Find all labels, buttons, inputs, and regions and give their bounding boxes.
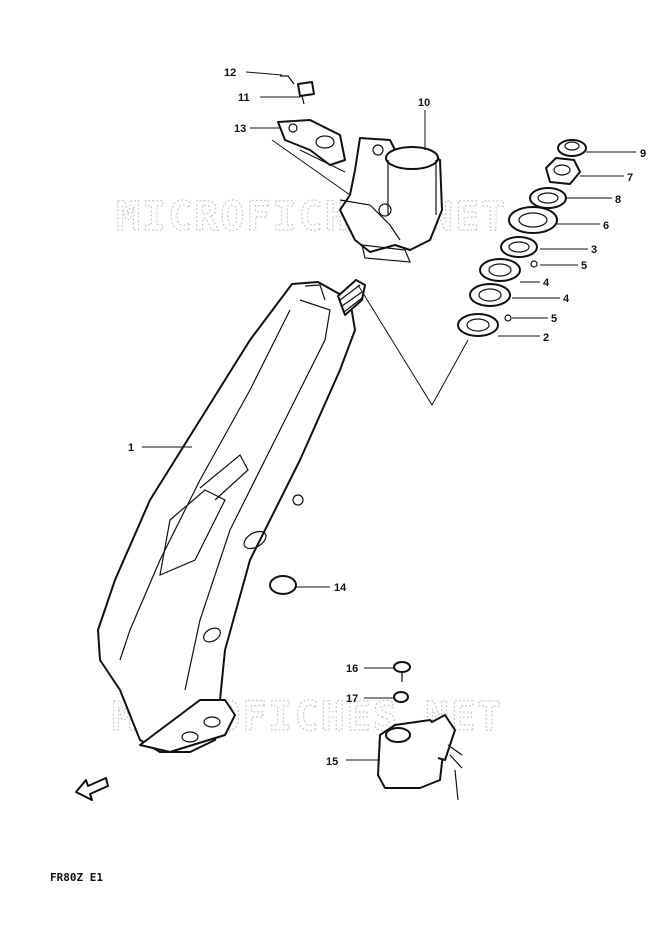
callout-11: 11 <box>238 92 250 104</box>
callout-4-upper: 4 <box>543 277 550 289</box>
callout-5-upper: 5 <box>581 260 587 272</box>
part-11-bolt <box>297 81 315 105</box>
front-direction-arrow-icon <box>75 777 109 801</box>
part-3-cone <box>500 236 538 258</box>
callout-2: 2 <box>543 332 549 344</box>
part-13-plate <box>271 119 351 196</box>
callout-3: 3 <box>591 244 597 256</box>
assembly-line <box>357 284 469 406</box>
callout-6: 6 <box>603 220 609 232</box>
callout-12: 12 <box>224 67 236 79</box>
callout-8: 8 <box>615 194 621 206</box>
callout-5-lower: 5 <box>551 313 557 325</box>
part-2-bottom-race <box>457 313 499 337</box>
part-10-clamp <box>339 137 443 263</box>
part-5-ball-lower <box>504 314 512 322</box>
steering-stem <box>337 279 366 316</box>
part-14-plug <box>269 575 297 595</box>
part-8-washer <box>529 187 567 209</box>
part-17-nut <box>393 691 409 703</box>
callout-16: 16 <box>346 663 358 675</box>
callout-13: 13 <box>234 123 246 135</box>
part-6-race <box>508 206 558 234</box>
diagram-code: FR80Z E1 <box>50 871 103 884</box>
part-5-ball-upper <box>530 260 538 268</box>
watermark-top: MICROFICHES.NET <box>116 194 507 240</box>
part-16-screw <box>393 661 411 682</box>
part-12-clip <box>280 75 295 85</box>
callout-7: 7 <box>627 172 633 184</box>
part-4-race-upper <box>479 258 521 282</box>
bearing-stack <box>457 139 587 337</box>
part-9-nut <box>557 139 587 157</box>
callout-15: 15 <box>326 756 338 768</box>
part-4-race-lower <box>469 283 511 307</box>
callout-14: 14 <box>334 582 347 594</box>
callout-4-lower: 4 <box>563 293 570 305</box>
part-1-frame <box>97 281 356 753</box>
callout-10: 10 <box>418 97 430 109</box>
callout-9: 9 <box>640 148 646 160</box>
part-15-lock <box>377 714 463 801</box>
callout-17: 17 <box>346 693 358 705</box>
part-7-locknut <box>545 157 581 185</box>
callout-1: 1 <box>128 442 134 454</box>
